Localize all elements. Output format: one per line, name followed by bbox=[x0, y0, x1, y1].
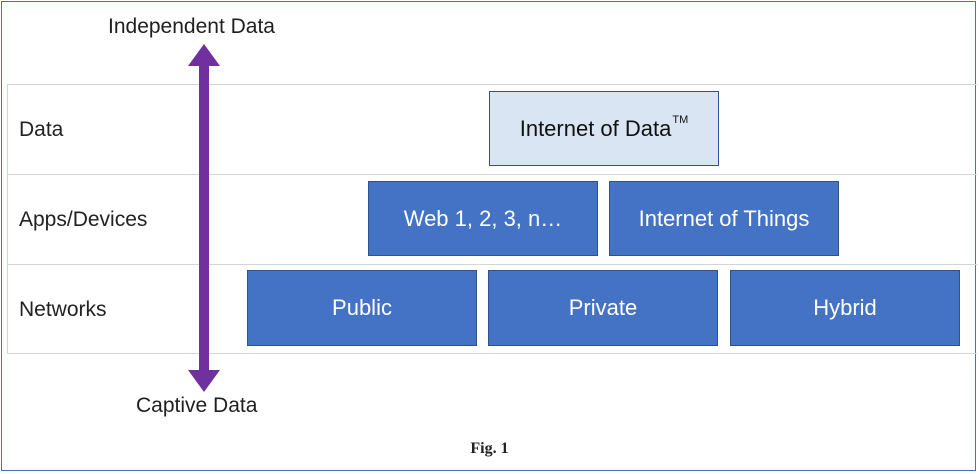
arrow-head-bottom bbox=[188, 370, 220, 392]
axis-top-label: Independent Data bbox=[108, 15, 275, 38]
row-label-apps-devices: Apps/Devices bbox=[19, 208, 148, 231]
arrow-shaft bbox=[199, 64, 209, 372]
row-label-networks: Networks bbox=[19, 298, 107, 321]
box-hybrid: Hybrid bbox=[730, 270, 960, 346]
trademark-mark: TM bbox=[672, 113, 689, 126]
box-internet-of-things: Internet of Things bbox=[609, 181, 839, 256]
figure-caption: Fig. 1 bbox=[470, 440, 509, 457]
double-arrow-icon bbox=[188, 44, 220, 392]
box-private: Private bbox=[488, 270, 718, 346]
axis-bottom-label: Captive Data bbox=[136, 394, 258, 417]
band-apps-devices bbox=[7, 174, 977, 264]
arrow-head-top bbox=[188, 44, 220, 66]
band-left-edge bbox=[7, 84, 8, 354]
band-data bbox=[7, 84, 977, 174]
box-web: Web 1, 2, 3, n… bbox=[368, 181, 598, 256]
box-public: Public bbox=[247, 270, 477, 346]
box-internet-of-data-label: Internet of Data bbox=[519, 115, 672, 141]
row-label-data: Data bbox=[19, 118, 64, 141]
band-networks bbox=[7, 264, 977, 354]
